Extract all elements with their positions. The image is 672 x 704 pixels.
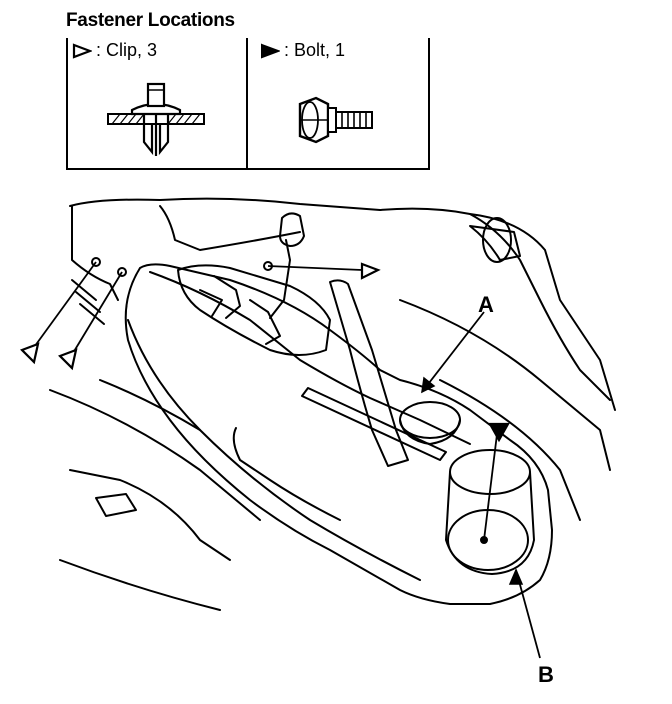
floor-left-1 — [49, 389, 261, 521]
door-lower — [399, 299, 611, 471]
floor-line-right — [439, 379, 581, 521]
left-panel — [71, 205, 119, 301]
legend-clip-text: : Clip, 3 — [96, 40, 158, 60]
clip-leader-left-1 — [31, 261, 97, 351]
clip-mark-2 — [117, 267, 127, 277]
linkage-3 — [199, 289, 223, 317]
bolt-fastener-icon — [298, 96, 373, 144]
right-vent — [469, 225, 521, 261]
legend-bolt-label: : Bolt, 1 — [260, 40, 345, 61]
legend-bolt-text: : Bolt, 1 — [284, 40, 346, 60]
dashboard-outline — [69, 197, 616, 411]
console-side-edge — [127, 319, 421, 581]
legend-clip-box: : Clip, 3 — [66, 38, 248, 170]
speaker-circle — [482, 217, 512, 263]
seat-rail-left — [69, 469, 231, 561]
callout-a: A — [478, 292, 494, 317]
clip-leader-right — [267, 265, 363, 271]
floor-lower-left — [59, 559, 221, 611]
shift-lever — [269, 239, 291, 319]
left-trim-hatch — [71, 279, 105, 325]
cup-holder-front — [399, 401, 461, 439]
callout-b-arrowhead — [508, 568, 524, 585]
clip-leader-left-2 — [69, 271, 123, 359]
shift-boot-opening — [177, 264, 331, 356]
clip-marker-left-2 — [58, 348, 78, 371]
parking-brake-slot — [301, 387, 447, 461]
legend-bolt-box: : Bolt, 1 — [246, 38, 430, 170]
hollow-triangle-icon — [72, 42, 92, 59]
linkage-1 — [213, 275, 241, 319]
floor-left-2 — [99, 379, 201, 431]
dash-inner-line — [159, 205, 301, 251]
shift-knob — [279, 212, 305, 247]
seat-rail-bracket — [95, 493, 137, 517]
clip-marker-right — [360, 262, 381, 280]
console-lower-flange — [232, 427, 341, 521]
callout-b: B — [538, 662, 554, 687]
bolt-marker — [488, 422, 510, 443]
callout-a-arrowhead — [421, 376, 436, 394]
console-body — [124, 263, 553, 605]
legend-clip-label: : Clip, 3 — [72, 40, 157, 61]
clip-fastener-icon — [107, 82, 205, 156]
clip-mark-1 — [91, 257, 101, 267]
clip-marker-left-1 — [20, 342, 40, 365]
diagram-title: Fastener Locations — [66, 10, 235, 31]
callout-a-leader — [421, 311, 485, 393]
solid-triangle-icon — [261, 43, 280, 58]
parking-brake-lever — [329, 279, 409, 467]
linkage-2 — [249, 299, 281, 345]
cup-holder-front-wall — [399, 419, 461, 445]
bolt-leader — [483, 425, 499, 541]
right-door-panel — [469, 213, 611, 401]
